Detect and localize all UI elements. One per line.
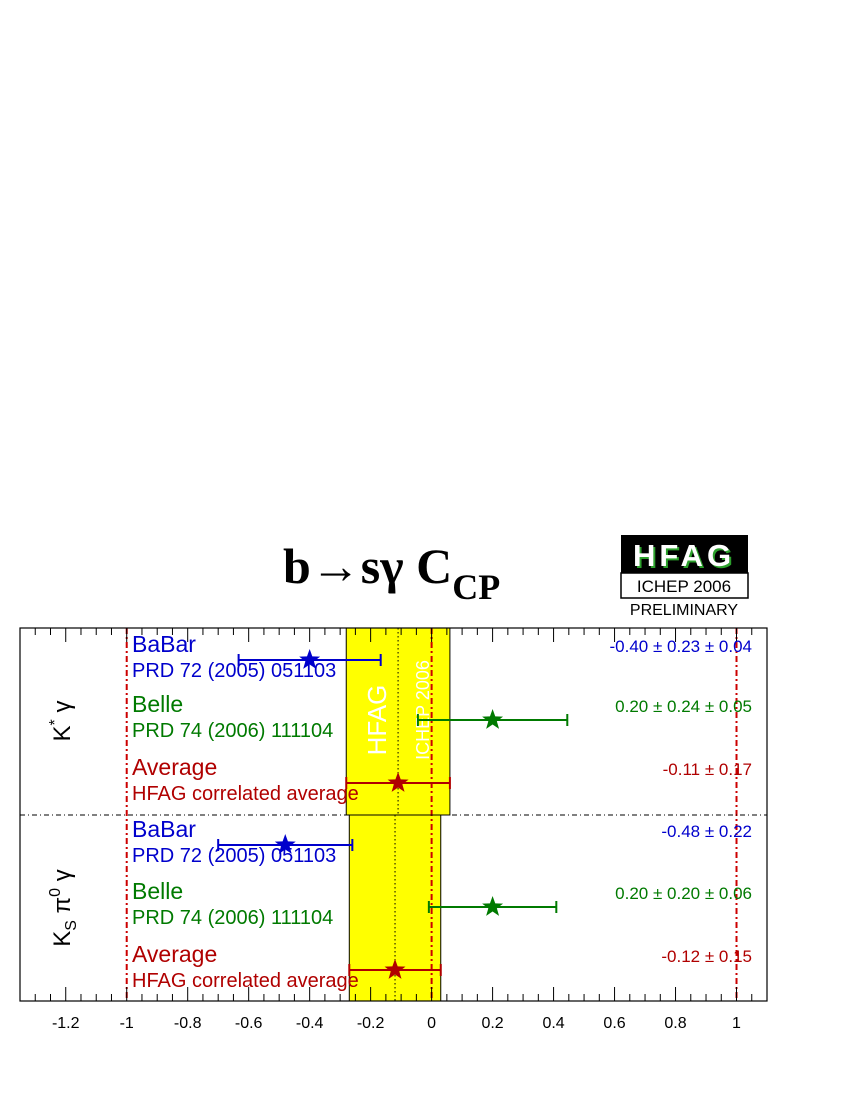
average-kstar-star-marker — [387, 772, 409, 792]
hfag-logo-conference-box — [620, 572, 749, 599]
group-label-kstar-main: K — [49, 725, 76, 741]
belle-ks-pi0-star-marker — [482, 896, 504, 916]
babar-kstar-star-marker — [299, 649, 321, 669]
babar-kstar-experiment-label: BaBar — [132, 631, 196, 657]
group-label-kstar-sup: * — [47, 719, 64, 725]
x-tick-label: 0.8 — [664, 1015, 686, 1032]
x-tick-label: 0.4 — [542, 1015, 564, 1032]
x-tick-label: -0.6 — [235, 1015, 263, 1032]
x-tick-label: 0.2 — [481, 1015, 503, 1032]
hfag-logo-conference: ICHEP 2006 — [637, 577, 731, 596]
chart-title: b→sγ CCP — [283, 538, 500, 607]
group-label-kstar-tail: γ — [49, 701, 76, 720]
belle-ks-pi0-result-text: 0.20 ± 0.20 ± 0.06 — [615, 884, 752, 903]
band-label-ichep: ICHEP 2006 — [413, 660, 433, 760]
x-tick-label: -0.8 — [174, 1015, 202, 1032]
hfag-logo-text: HFAG — [633, 538, 735, 573]
group-label-ks-main: K — [49, 931, 76, 947]
average-kstar-reference-label: HFAG correlated average — [132, 783, 359, 805]
hfag-logo-shadow: HFAG — [635, 540, 737, 575]
belle-kstar-result-text: 0.20 ± 0.24 ± 0.05 — [615, 697, 752, 716]
belle-ks-pi0-reference-label: PRD 74 (2006) 111104 — [132, 907, 333, 929]
average-kstar-result-text: -0.11 ± 0.17 — [663, 760, 752, 779]
plot-frame — [19, 627, 768, 1002]
hfag-logo: HFAG HFAG ICHEP 2006 PRELIMINARY — [620, 535, 749, 619]
babar-ks-pi0-star-marker — [274, 834, 296, 854]
x-tick-label: -0.4 — [296, 1015, 324, 1032]
babar-ks-pi0-result-text: -0.48 ± 0.22 — [661, 822, 752, 841]
average-ks-pi0-experiment-label: Average — [132, 941, 217, 967]
group-label-ks-pi0-gamma: KS π0 γ — [47, 869, 80, 947]
belle-kstar-reference-label: PRD 74 (2006) 111104 — [132, 720, 333, 742]
group-label-ks-sub: S — [63, 920, 80, 931]
x-tick-label: -1 — [120, 1015, 134, 1032]
average-ks-pi0-reference-label: HFAG correlated average — [132, 970, 359, 992]
x-tick-label: 0 — [427, 1015, 436, 1032]
x-tick-label: -0.2 — [357, 1015, 385, 1032]
chart-title-subscript: CP — [452, 567, 500, 607]
group-label-ks-tail: γ — [49, 869, 76, 888]
x-tick-label: 1 — [732, 1015, 741, 1032]
average-ks-pi0-result-text: -0.12 ± 0.15 — [661, 947, 752, 966]
group-label-kstar-gamma: K* γ — [47, 701, 76, 742]
group-label-ks-pi: π — [49, 897, 76, 920]
x-tick-label: 0.6 — [603, 1015, 625, 1032]
babar-ks-pi0-experiment-label: BaBar — [132, 816, 196, 842]
belle-kstar-star-marker — [482, 709, 504, 729]
x-tick-label: -1.2 — [52, 1015, 80, 1032]
hfag-logo-box — [621, 535, 748, 573]
babar-ks-pi0-reference-label: PRD 72 (2005) 051103 — [132, 845, 336, 867]
belle-kstar-experiment-label: Belle — [132, 691, 183, 717]
babar-kstar-result-text: -0.40 ± 0.23 ± 0.04 — [610, 637, 752, 656]
average-kstar-experiment-label: Average — [132, 754, 217, 780]
belle-ks-pi0-experiment-label: Belle — [132, 878, 183, 904]
average-ks-pi0-star-marker — [384, 959, 406, 979]
babar-kstar-reference-label: PRD 72 (2005) 051103 — [132, 660, 336, 682]
band-label-hfag: HFAG — [362, 685, 392, 756]
chart-title-main: b→sγ C — [283, 538, 452, 594]
hfag-logo-status: PRELIMINARY — [630, 602, 739, 619]
group-label-ks-sup: 0 — [47, 888, 64, 897]
